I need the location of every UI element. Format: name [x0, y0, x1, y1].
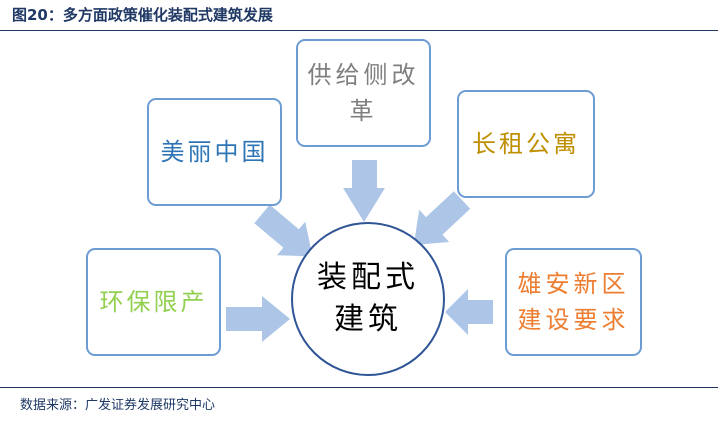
node-supply-side-reform-line2: 革	[349, 97, 378, 125]
node-xiongan-line2: 建设要求	[517, 306, 630, 334]
arrow-from-xiongan	[445, 289, 493, 335]
node-long-term-rental: 长租公寓	[457, 90, 595, 198]
figure-source: 数据来源：广发证券发展研究中心	[20, 398, 216, 413]
center-node-prefab-building: 装配式 建筑	[291, 222, 445, 376]
figure-title: 图20：多方面政策催化装配式建筑发展	[12, 6, 273, 24]
node-environmental-limits: 环保限产	[86, 248, 221, 356]
bottom-rule	[0, 387, 718, 388]
node-supply-side-reform-line1: 供给侧改	[307, 61, 420, 89]
arrow-from-beautiful-china	[254, 204, 313, 257]
top-rule	[0, 30, 718, 31]
node-environmental-limits-label: 环保限产	[99, 288, 208, 316]
arrow-from-long-term-rental	[413, 191, 471, 246]
node-beautiful-china: 美丽中国	[147, 98, 282, 206]
node-supply-side-reform: 供给侧改 革	[296, 39, 431, 147]
node-xiongan-line1: 雄安新区	[517, 270, 630, 298]
center-node-line2: 建筑	[334, 302, 402, 337]
arrow-from-environmental-limits	[226, 296, 290, 342]
center-node-line1: 装配式	[317, 260, 419, 295]
arrow-from-supply-side-reform	[343, 160, 385, 222]
node-xiongan: 雄安新区 建设要求	[505, 248, 642, 356]
node-beautiful-china-label: 美丽中国	[160, 138, 269, 166]
node-long-term-rental-label: 长租公寓	[472, 130, 580, 158]
